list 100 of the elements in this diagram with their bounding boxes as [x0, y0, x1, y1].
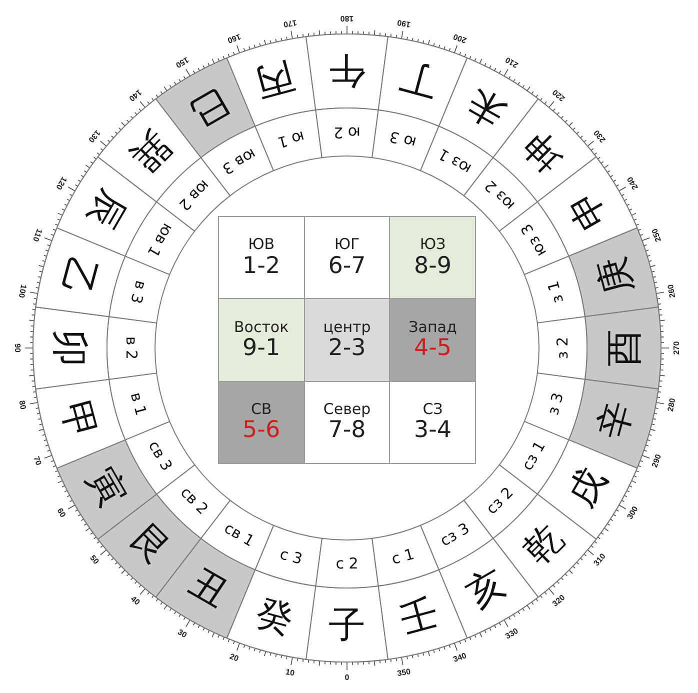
degree-number: 130 [86, 128, 102, 144]
degree-number: 320 [551, 593, 567, 608]
sector-label: з 3 [546, 391, 566, 417]
number-range: 8-9 [414, 254, 452, 279]
direction-name: Запад [408, 318, 457, 336]
sector-label: св 1 [222, 520, 256, 550]
hanzi-character: 丙 [252, 58, 298, 104]
degree-number: 150 [174, 55, 190, 69]
degree-number: 10 [284, 668, 295, 678]
degree-number: 20 [228, 652, 240, 664]
degree-number: 290 [651, 453, 664, 468]
sector-label: з 1 [546, 279, 566, 305]
degree-number: 140 [127, 88, 143, 103]
grid-cell [304, 298, 390, 382]
grid-cell [389, 216, 476, 300]
degree-number: 220 [551, 88, 567, 103]
ring-segment [108, 255, 171, 324]
hanzi-character: 巳 [183, 82, 234, 134]
ring-segment [108, 372, 171, 441]
hanzi-character: 坤 [516, 126, 570, 178]
number-range: 1-2 [242, 254, 280, 279]
degree-number: 190 [397, 18, 412, 28]
degree-number: 30 [176, 628, 188, 640]
hanzi-character: 亥 [460, 562, 511, 614]
number-range: 9-1 [242, 336, 280, 362]
sector-label: ю 1 [276, 128, 306, 150]
hanzi-character: 乙 [56, 254, 102, 299]
degree-number: 250 [651, 227, 664, 243]
sector-label: юв 2 [176, 177, 212, 214]
ring-segment [371, 524, 440, 587]
direction-name: Север [323, 400, 371, 418]
direction-name: центр [323, 318, 371, 336]
sector-label: с 3 [278, 546, 304, 567]
hanzi-character: 艮 [124, 518, 178, 570]
degree-number: 50 [88, 554, 100, 566]
degree-number: 270 [673, 341, 681, 355]
degree-number: 40 [128, 594, 141, 607]
direction-name: ЮГ [334, 236, 360, 254]
sector-label: в 1 [128, 390, 149, 418]
degree-number: 100 [16, 283, 28, 298]
ring-segment [523, 372, 586, 441]
hanzi-character: 卯 [52, 330, 88, 366]
grid-cell [218, 298, 305, 382]
sector-label: сз 3 [438, 520, 472, 550]
hanzi-character: 寅 [82, 461, 132, 512]
sector-label: св 2 [178, 484, 211, 518]
ring-segment [371, 109, 440, 172]
degree-number: 110 [30, 228, 43, 243]
hanzi-character: 丑 [183, 562, 234, 614]
direction-name: ЮЗ [420, 236, 446, 254]
direction-name: СВ [250, 400, 272, 418]
sector-label: с 1 [390, 546, 416, 567]
hanzi-character: 戌 [562, 461, 612, 512]
grid-cell [218, 216, 305, 300]
degree-number: 70 [32, 455, 42, 466]
hanzi-character: 酉 [606, 330, 642, 366]
sector-label: юз 2 [482, 178, 518, 213]
grid-cell [389, 298, 476, 382]
degree-number: 340 [452, 652, 468, 664]
ring-segment [523, 255, 586, 324]
ring-segment [254, 524, 323, 587]
hanzi-character: 庚 [592, 254, 638, 299]
hanzi-character: 辰 [82, 184, 132, 235]
number-range: 5-6 [242, 418, 280, 444]
sector-label: ю 3 [388, 128, 418, 150]
degree-number: 0 [344, 674, 350, 682]
sector-label: юз 3 [518, 221, 550, 259]
direction-name: СЗ [422, 400, 443, 418]
ring-segment [254, 109, 323, 172]
degree-number: 160 [226, 32, 242, 44]
number-range: 7-8 [328, 418, 366, 444]
number-range: 4-5 [414, 336, 452, 362]
number-range: 3-4 [414, 418, 452, 444]
number-range: 2-3 [328, 336, 366, 362]
degree-number: 120 [54, 175, 68, 191]
direction-name: ЮВ [248, 236, 275, 254]
degree-number: 90 [13, 344, 21, 352]
sector-label: сз 2 [484, 484, 516, 517]
degree-number: 240 [626, 175, 640, 191]
hanzi-character: 癸 [252, 592, 298, 638]
degree-number: 280 [666, 398, 678, 413]
grid-cell [218, 380, 305, 464]
degree-number: 310 [592, 552, 608, 568]
degree-number: 260 [666, 283, 678, 298]
sector-label: св 3 [146, 438, 174, 474]
degree-number: 200 [452, 32, 468, 44]
sector-label: юв 1 [144, 220, 176, 260]
degree-number: 210 [504, 55, 520, 69]
sector-label: в 3 [128, 278, 149, 306]
sector-label: юв 3 [220, 146, 258, 176]
hanzi-character: 甲 [56, 397, 102, 442]
hanzi-character: 巽 [124, 126, 178, 178]
degree-number: 180 [340, 14, 354, 22]
hanzi-character: 辛 [592, 397, 638, 442]
ring-segment [419, 125, 495, 197]
hanzi-character: 壬 [396, 592, 442, 638]
hanzi-character: 乾 [516, 518, 570, 570]
sector-label: сз 1 [520, 439, 548, 473]
number-range: 6-7 [328, 254, 366, 279]
degree-number: 170 [282, 18, 297, 28]
